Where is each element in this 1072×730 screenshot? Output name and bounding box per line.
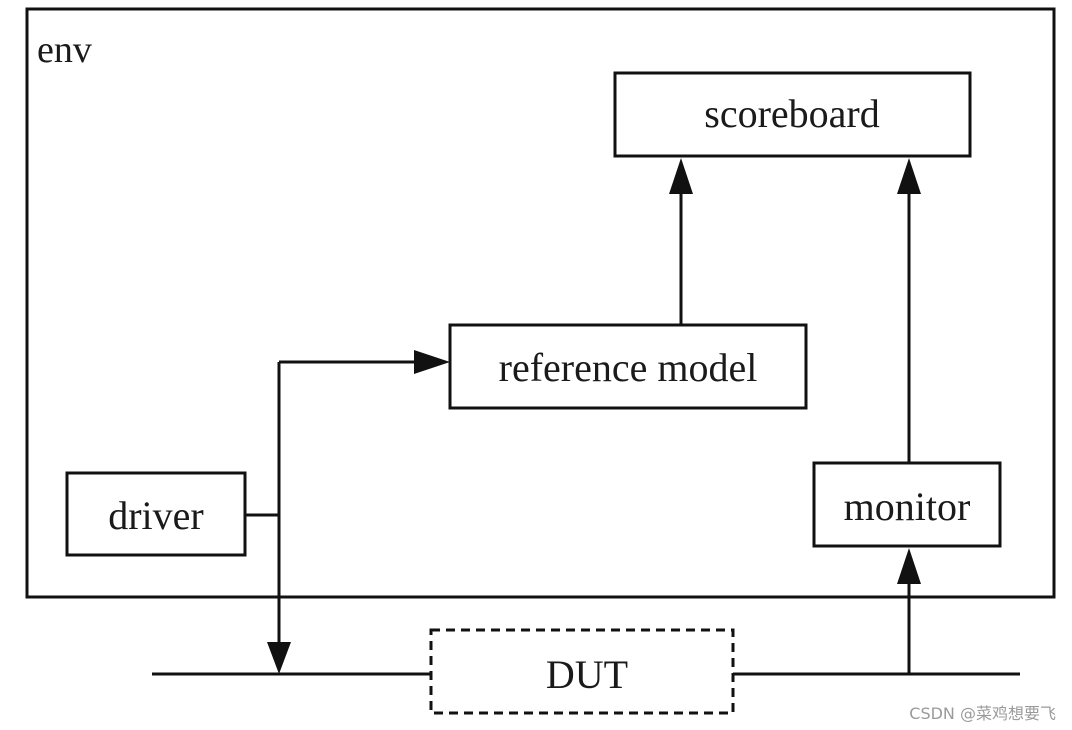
refmodel-to-scoreboard-arrow [669,158,693,194]
reference-model-label: reference model [499,345,758,390]
dut-block: DUT [429,628,735,715]
monitor-label: monitor [844,484,971,529]
scoreboard-box [613,71,972,158]
env-container [25,7,1056,599]
driver-to-dut-arrow [267,642,291,674]
monitor-block: monitor [812,461,1002,548]
dut-label: DUT [546,652,628,697]
driver-label: driver [108,493,204,538]
monitor-to-scoreboard-arrow [897,158,921,194]
dut-box [429,628,735,715]
driver-to-refmodel-arrow [414,350,450,374]
reference-model-box [448,323,808,410]
reference-model-block: reference model [448,323,808,410]
scoreboard-block: scoreboard [613,71,972,158]
monitor-box [812,461,1002,548]
driver-block: driver [65,471,247,557]
env-label: env [37,29,92,71]
watermark: CSDN @菜鸡想要飞 [909,704,1056,723]
dut-to-monitor-arrow [897,548,921,584]
scoreboard-label: scoreboard [704,91,879,136]
